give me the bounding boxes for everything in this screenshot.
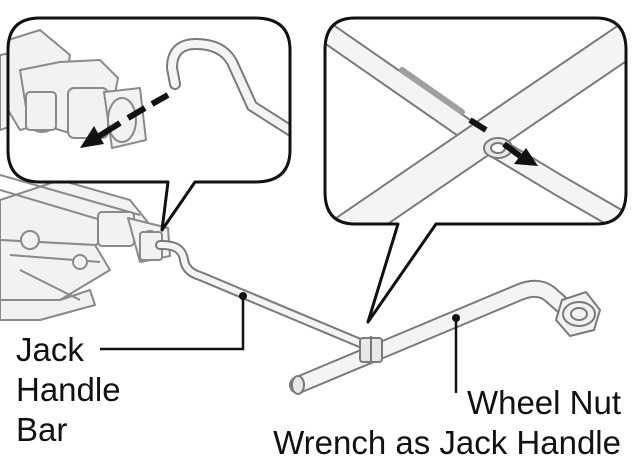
label-line: Wheel Nut: [466, 384, 621, 421]
insertion-arrow-icon: [468, 117, 538, 166]
scissor-jack: [0, 49, 171, 321]
wheel-nut-wrench: [289, 279, 602, 395]
label-jack-handle-bar: Jack Handle Bar: [16, 330, 121, 450]
socket-head: [554, 290, 602, 338]
label-line: Bar: [16, 411, 68, 448]
leader-jack-handle-bar: [100, 296, 245, 351]
removal-arrow-icon: [80, 92, 170, 148]
label-line: Jack: [16, 331, 84, 368]
label-line: Wrench as Jack Handle: [273, 424, 621, 461]
leader-lines: [100, 292, 460, 393]
detail-wrench-insertion: [323, 16, 628, 324]
label-line: Handle: [16, 371, 121, 408]
label-wheel-nut-wrench: Wheel Nut Wrench as Jack Handle: [273, 383, 621, 463]
jack-handle-bar: [155, 239, 377, 353]
